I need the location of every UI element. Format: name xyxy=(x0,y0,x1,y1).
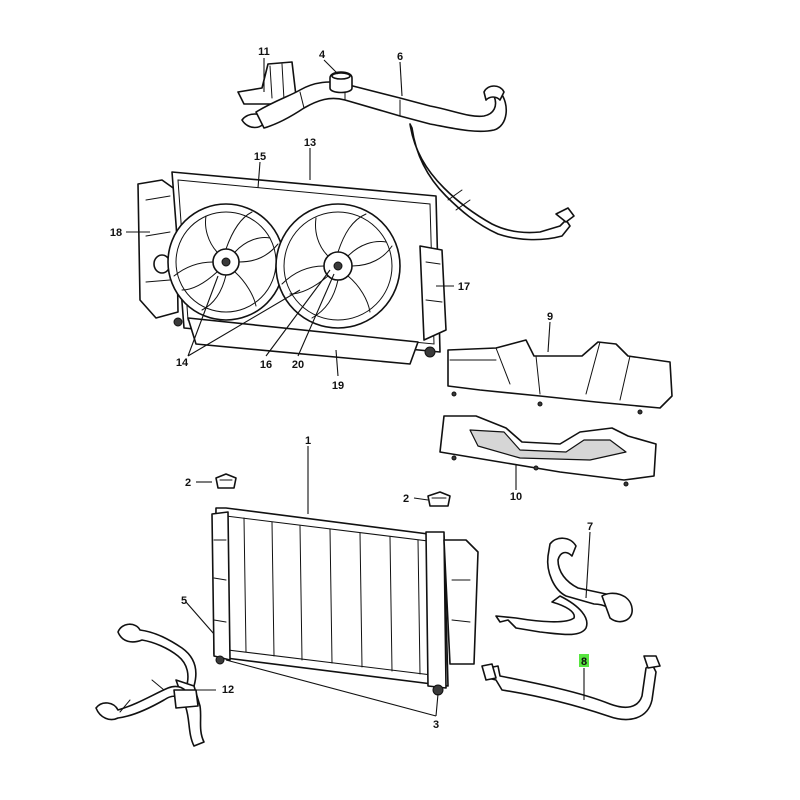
callout-16: 16 xyxy=(260,359,272,371)
overflow-tube xyxy=(409,123,571,241)
radiator-left-tank xyxy=(211,511,231,661)
insulator-left-part-3 xyxy=(215,655,225,665)
callout-5: 5 xyxy=(181,595,187,607)
callout-15: 15 xyxy=(254,151,266,163)
callout-19: 19 xyxy=(332,380,344,392)
lower-hose-part-7 xyxy=(495,537,633,636)
callout-17: 17 xyxy=(458,281,470,293)
upper-hose-assembly xyxy=(237,61,575,241)
callout-18: 18 xyxy=(110,227,122,239)
tube-fitting xyxy=(555,207,575,223)
callout-20: 20 xyxy=(292,359,304,371)
hose-7-end xyxy=(601,592,633,623)
coolant-reservoir-part-18 xyxy=(137,179,179,319)
return-hose-part-8 xyxy=(481,655,661,721)
callout-8-highlight xyxy=(579,654,589,667)
callout-6: 6 xyxy=(397,51,403,63)
hose-8-end xyxy=(481,663,497,681)
callout-3: 3 xyxy=(433,719,439,731)
callout-labels: 11 4 6 13 15 18 17 14 16 20 19 9 10 1 2 … xyxy=(110,46,593,731)
hose-12-junction xyxy=(173,689,199,709)
hose-8-fitting xyxy=(643,655,661,669)
retainer-clip-left-part-2 xyxy=(215,473,237,489)
fan-left xyxy=(167,203,285,321)
callout-8: 8 xyxy=(581,656,587,668)
callout-2-left: 2 xyxy=(185,477,191,489)
heater-hose-part-12 xyxy=(95,623,205,747)
callout-1: 1 xyxy=(305,435,311,447)
callout-11: 11 xyxy=(258,46,270,58)
side-bracket-part-17 xyxy=(419,245,447,341)
callout-13: 13 xyxy=(304,137,316,149)
retainer-clip-right-part-2 xyxy=(427,491,451,507)
radiator-side-bracket xyxy=(443,539,479,665)
fan-module-assembly xyxy=(137,171,447,365)
callout-12: 12 xyxy=(222,684,234,696)
hose-end-right xyxy=(483,85,505,101)
radiator-part-1 xyxy=(211,507,479,696)
callout-4: 4 xyxy=(319,49,326,61)
callout-7: 7 xyxy=(587,521,593,533)
callout-14: 14 xyxy=(176,357,189,369)
callout-2-right: 2 xyxy=(403,493,409,505)
callout-9: 9 xyxy=(547,311,553,323)
air-deflector-upper-part-9 xyxy=(447,339,673,415)
leader-lines xyxy=(126,58,591,717)
fan-right xyxy=(275,203,401,329)
radiator-right-tank xyxy=(425,531,447,689)
lower-air-seal-part-19 xyxy=(187,317,419,365)
air-deflector-lower-part-10 xyxy=(439,415,657,487)
insulator-right-part-3 xyxy=(432,684,444,696)
bracket-part-11 xyxy=(237,61,297,105)
callout-10: 10 xyxy=(510,491,522,503)
